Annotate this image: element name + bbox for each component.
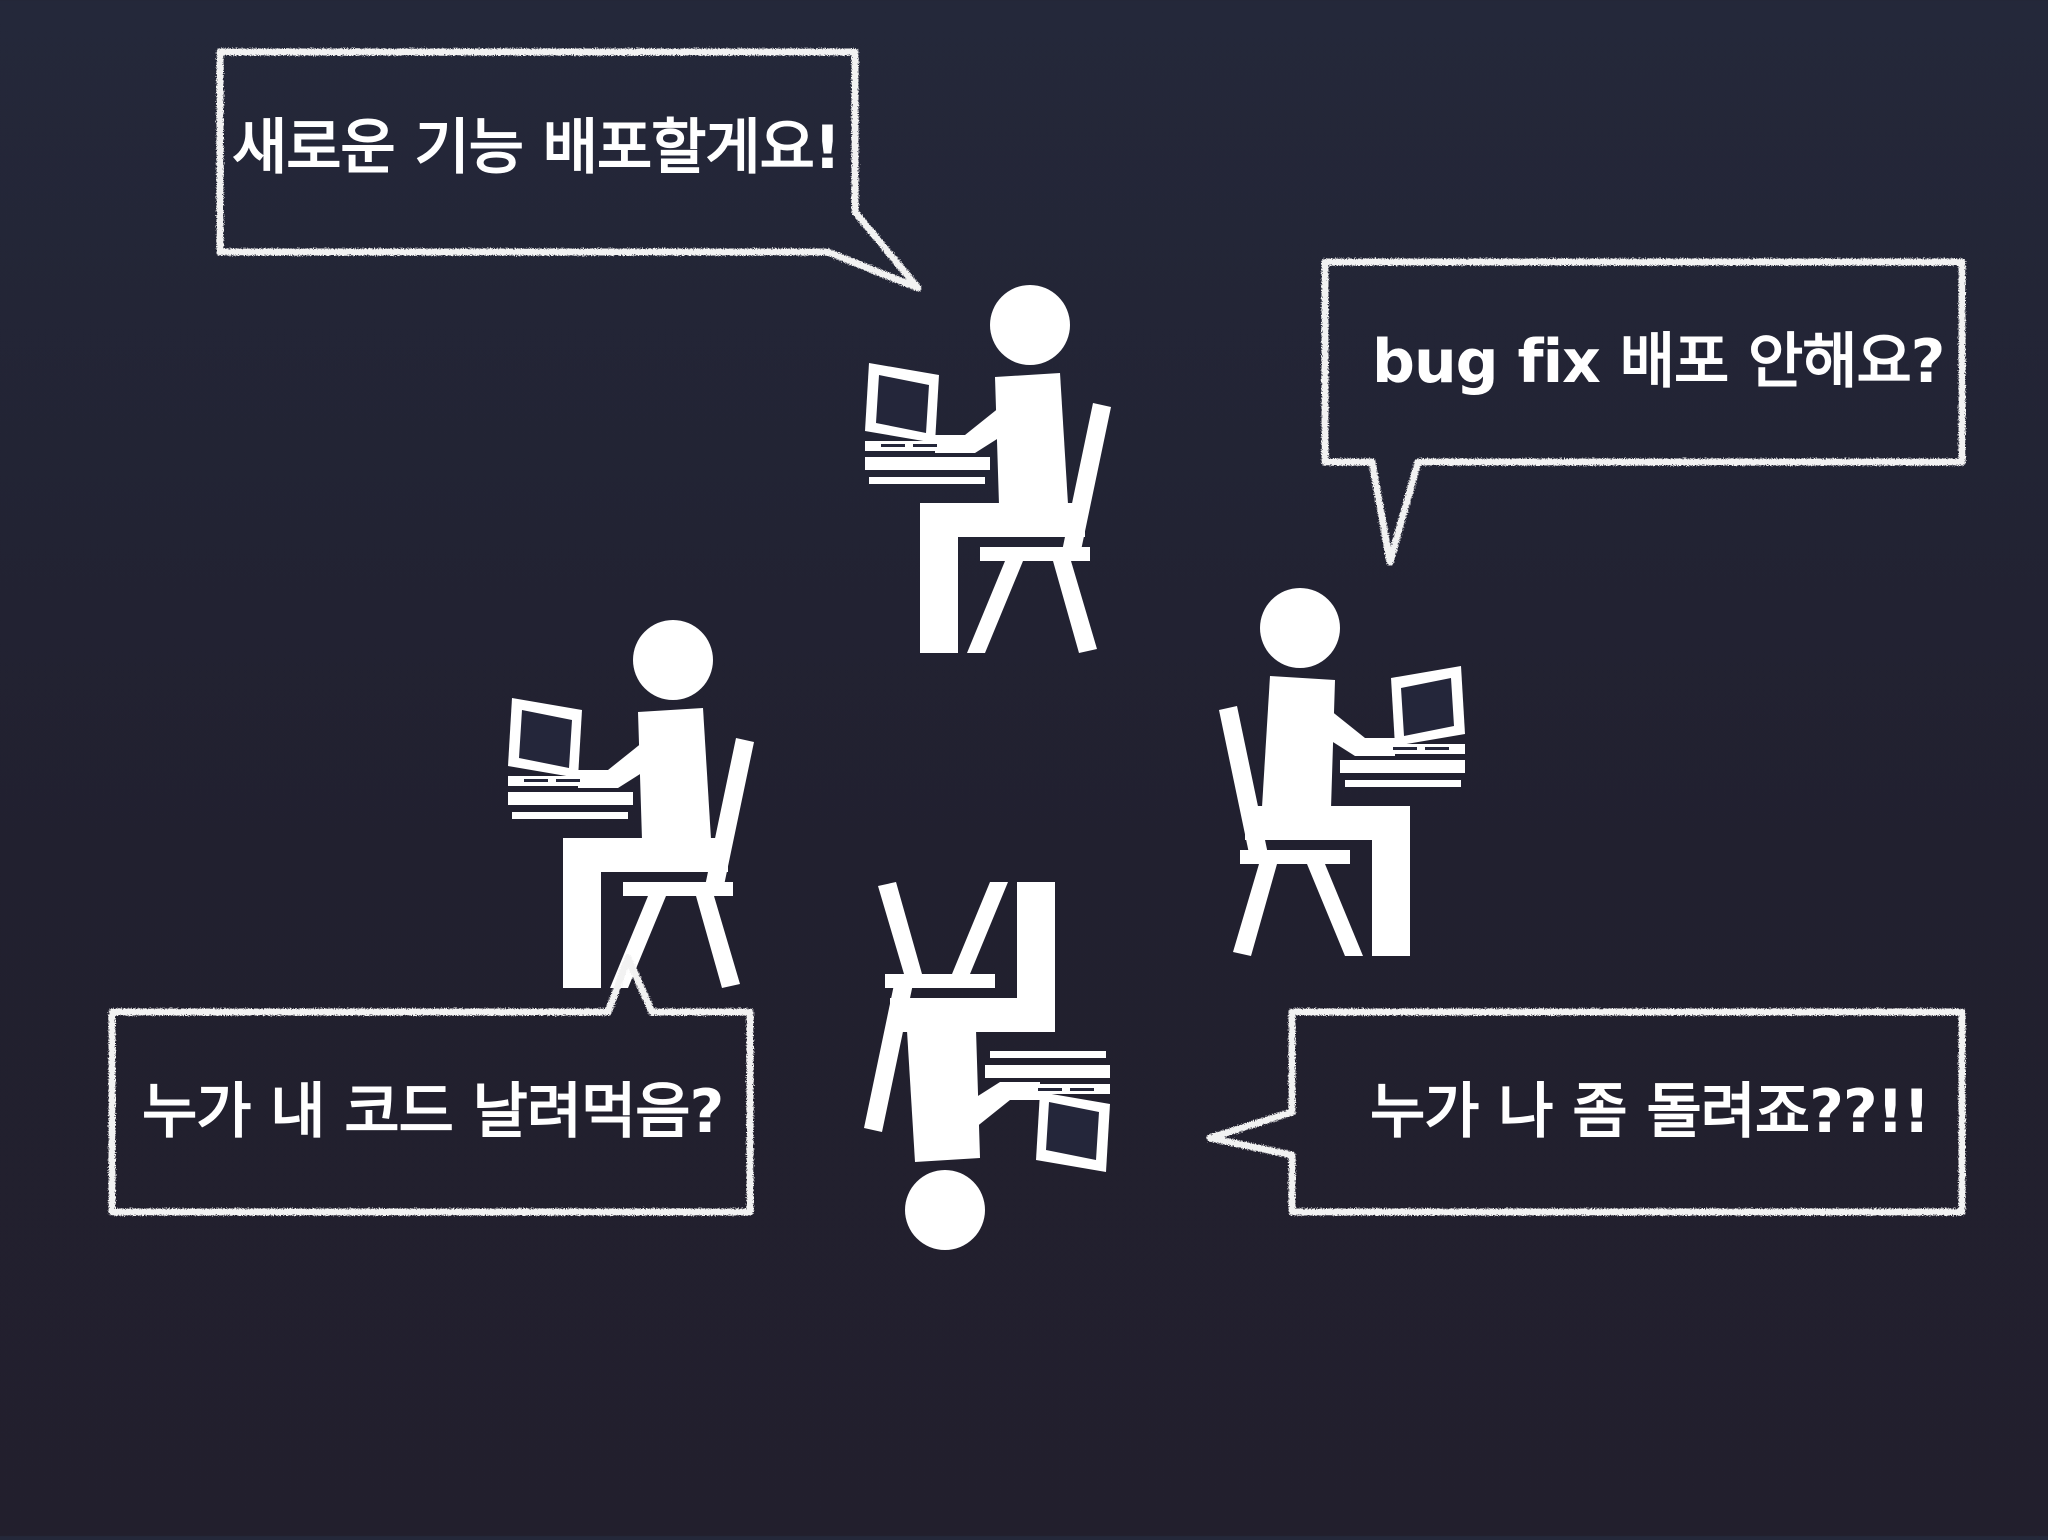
bubble-text-top-left: 새로운 기능 배포할게요! bbox=[232, 113, 841, 183]
person-left bbox=[508, 620, 754, 988]
bubble-text-top-right: bug fix 배포 안해요? bbox=[1372, 327, 1945, 397]
speech-bubble-bottom-right bbox=[1206, 1008, 1966, 1216]
person-top bbox=[865, 285, 1111, 653]
bubble-text-bottom-left: 누가 내 코드 날려먹음? bbox=[142, 1077, 724, 1147]
speech-bubble-top-right bbox=[1321, 258, 1966, 566]
bubble-text-bottom-right: 누가 나 좀 돌려죠??!! bbox=[1370, 1077, 1930, 1147]
speech-bubble-top-left bbox=[216, 48, 922, 292]
speech-bubble-bottom-left bbox=[108, 954, 754, 1216]
person-right bbox=[1219, 588, 1465, 956]
person-bottom-upside-down bbox=[864, 882, 1110, 1250]
